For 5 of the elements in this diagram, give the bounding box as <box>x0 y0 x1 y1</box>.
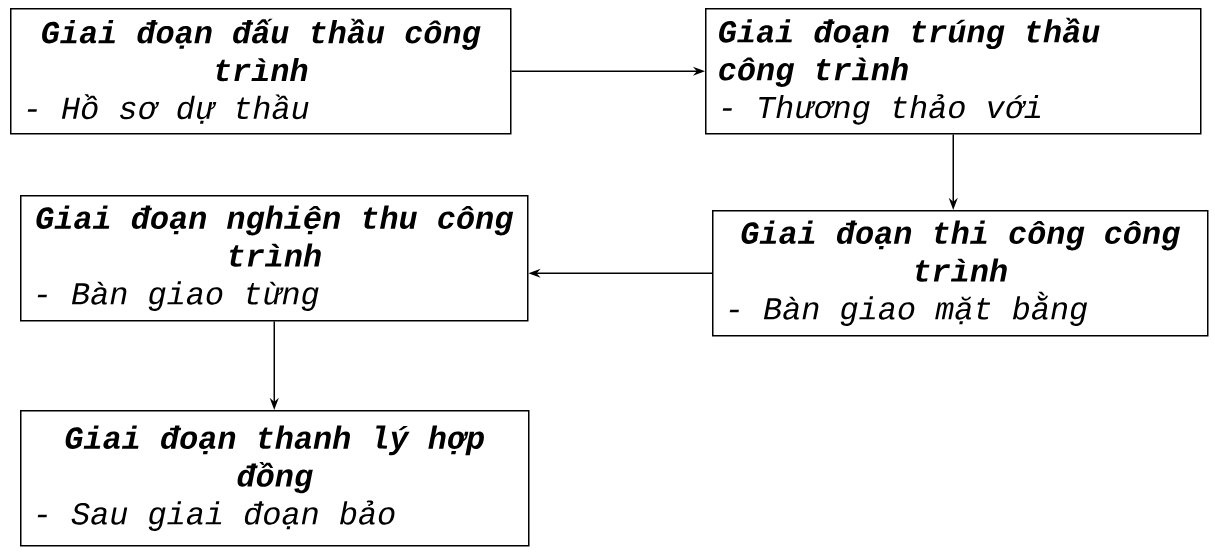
stage-box: Giai đoạn trúng thầu công trình - Thương thảo với <box>705 8 1202 135</box>
stage-box: Giai đoạn nghiện thu công trình - Bàn giao từng <box>20 195 529 322</box>
stage-box: Giai đoạn đấu thầu công trình - Hồ sơ dự thầu <box>10 8 512 135</box>
stage-box: Giai đoạn thanh lý hợp đồng - Sau giai đoạn bảo <box>20 410 530 547</box>
stage-box: Giai đoạn thi công công trình - Bàn giao mặt bằng <box>712 210 1209 337</box>
